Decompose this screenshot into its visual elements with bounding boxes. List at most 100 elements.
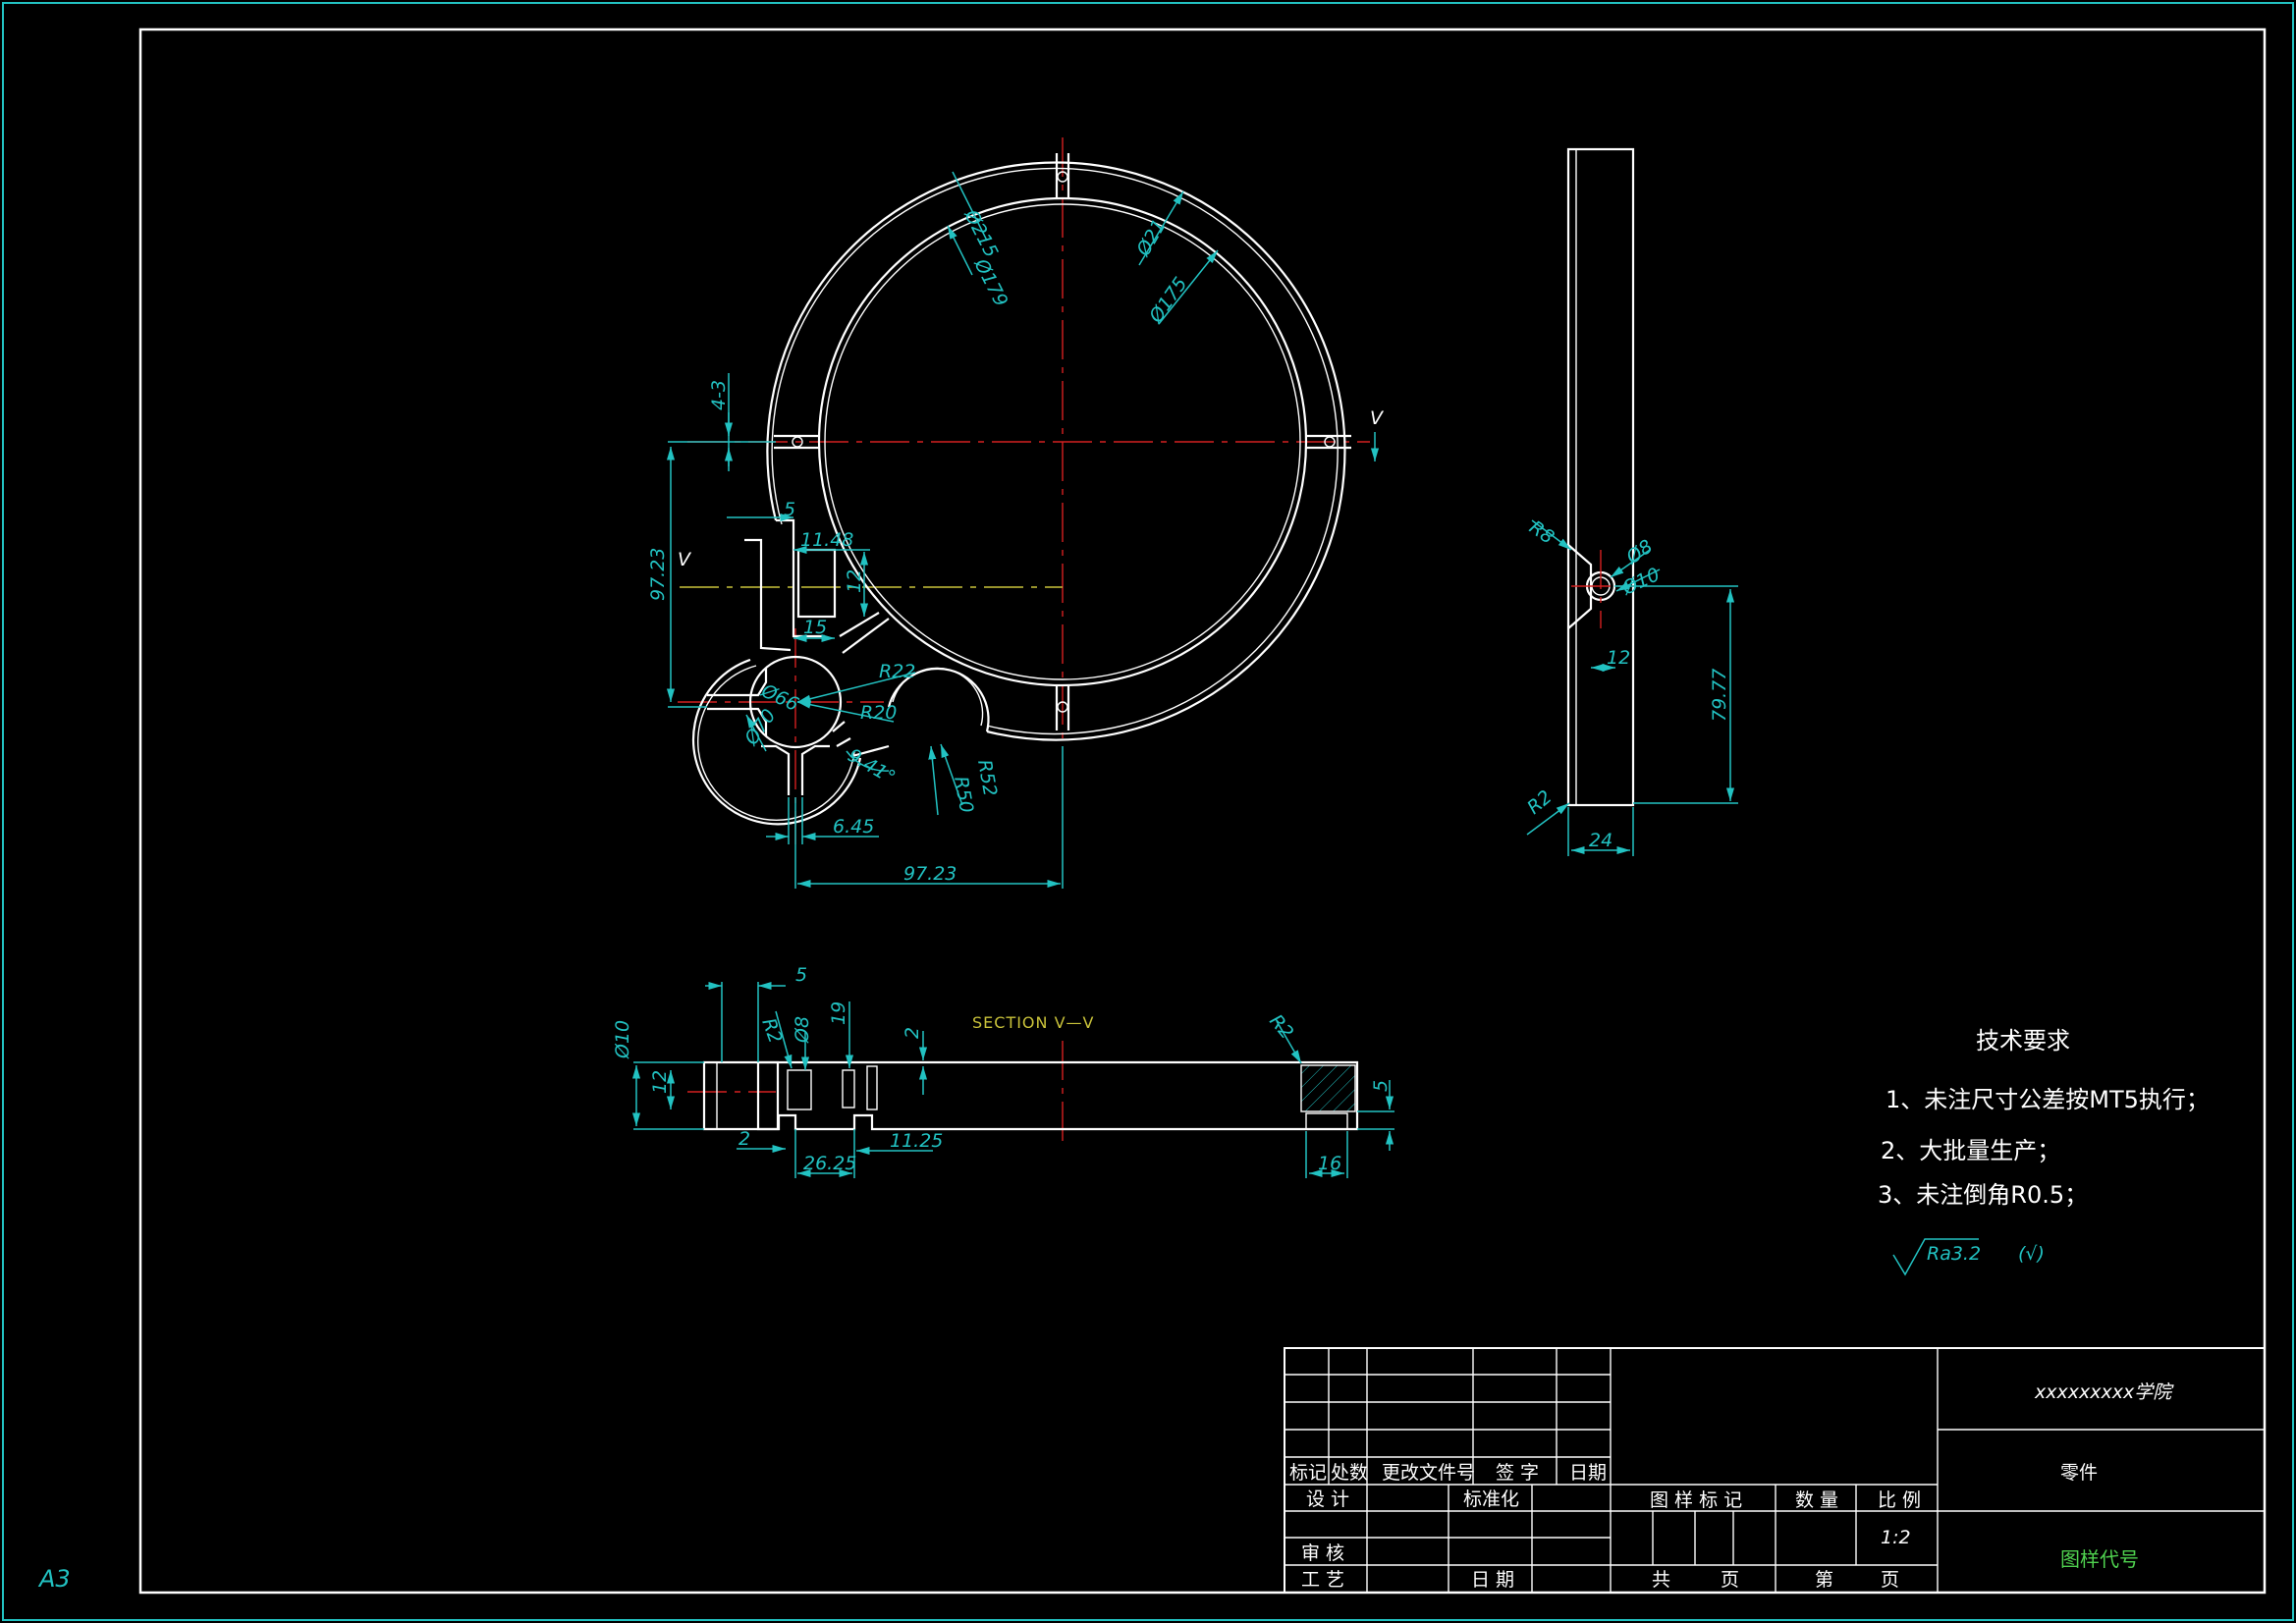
rev-header-mark: 标记: [1289, 1462, 1327, 1484]
part-name: 零件: [2060, 1462, 2098, 1484]
front-view: [678, 137, 1370, 844]
notch-top-hole: [1057, 171, 1068, 183]
rev-header-docno: 更改文件号: [1382, 1462, 1475, 1484]
dim-5: 5: [784, 499, 795, 520]
ring-outer-chamfer: [771, 167, 1339, 735]
roughness-symbol: [1892, 1238, 1979, 1276]
dim-line-sec-r2b: [1276, 1020, 1302, 1064]
dim-d70: Ø70: [740, 705, 781, 749]
slot-rectangle: [796, 548, 837, 619]
section-slot: [842, 1069, 855, 1109]
dim-6-45: 6.45: [833, 816, 874, 838]
dim-d175: Ø175: [1145, 273, 1192, 327]
notch-right-hole: [1324, 436, 1336, 448]
dim-line-d175: [1158, 249, 1219, 325]
label-total-a: 共: [1652, 1569, 1670, 1591]
dim-line-side-d10: [1615, 568, 1661, 592]
ring-inner-edge: [817, 196, 1308, 687]
notch-bottom: [1055, 685, 1070, 730]
arm-connector-edge: [839, 612, 880, 637]
notch-left: [774, 434, 819, 450]
dim-side-24: 24: [1589, 830, 1613, 851]
dim-side-d10: Ø10: [1618, 564, 1664, 600]
side-view: [1566, 147, 1635, 807]
dim-sec-16: 16: [1318, 1153, 1341, 1174]
dim-line-side-d8: [1610, 549, 1651, 578]
label-sheet-a: 第: [1815, 1569, 1833, 1591]
label-standardize: 标准化: [1463, 1488, 1519, 1510]
label-sheet-b: 页: [1881, 1569, 1899, 1591]
dim-line-sec-r2a: [775, 1010, 793, 1069]
section-hub-wall: [756, 1060, 780, 1131]
dim-12: 12: [844, 569, 865, 593]
school-name: xxxxxxxxx学院: [2034, 1381, 2174, 1403]
dim-arc-angle: [846, 750, 890, 772]
dim-sec-5-top: 5: [795, 964, 807, 986]
dim-side-12: 12: [1607, 647, 1630, 669]
section-hole: [787, 1069, 812, 1110]
dim-sec-12: 12: [649, 1070, 671, 1094]
dim-sec-r2a: R2: [757, 1015, 786, 1046]
hub-outer-chamfer: [697, 665, 855, 821]
ring-inner-chamfer: [824, 203, 1301, 680]
label-scale: 比 例: [1878, 1489, 1921, 1511]
dim-line-r50: [928, 745, 939, 816]
notch-bottom-hole: [1057, 701, 1068, 713]
section-profile: [702, 1060, 1359, 1131]
dim-side-r2: R2: [1523, 786, 1557, 819]
dim-r22: R22: [879, 661, 915, 682]
title-block-frame: [1284, 1347, 2266, 1594]
label-process: 工 艺: [1301, 1569, 1344, 1591]
section-view-dimensions: 5 Ø10 12 R2 Ø8 19 2 2 26.25 11.25 R2 5 1…: [612, 964, 1394, 1178]
hub-inner-bore: [748, 655, 843, 749]
rev-header-date: 日期: [1569, 1462, 1607, 1484]
dim-line-side-r2: [1526, 802, 1570, 836]
dim-line-d70: [745, 714, 767, 752]
label-design: 设 计: [1306, 1488, 1349, 1510]
notch-left-hole: [792, 436, 803, 448]
side-body: [1566, 147, 1635, 807]
hub-spoke-right: [832, 721, 851, 747]
section-hatched-rim: [1300, 1064, 1356, 1112]
section-title: SECTION V—V: [972, 1013, 1094, 1032]
roughness-value: Ra3.2: [1927, 1243, 1981, 1265]
dim-sec-2-bottom: 2: [738, 1128, 750, 1150]
tech-item-2: 2、大批量生产；: [1881, 1137, 2060, 1164]
section-rib: [866, 1065, 878, 1110]
dim-line-r52: [940, 743, 963, 806]
dim-11-48: 11.48: [800, 529, 853, 551]
arm-left-edge: [744, 538, 792, 652]
dim-sec-19: 19: [828, 1001, 849, 1025]
neck-blend-inner: [892, 667, 984, 727]
label-date: 日 期: [1471, 1569, 1514, 1591]
dim-side-79-77: 79.77: [1709, 669, 1730, 722]
title-block: xxxxxxxxx学院 零件 图样代号 标记 处数 更改文件号 签 字 日期 设…: [1284, 1347, 2266, 1594]
dim-sec-d8: Ø8: [792, 1016, 813, 1044]
label-review: 审 核: [1301, 1542, 1344, 1564]
technical-requirements: 技术要求 1、未注尺寸公差按MT5执行； 2、大批量生产； 3、未注倒角R0.5…: [1878, 1027, 2210, 1276]
dim-line-side-r8: [1531, 519, 1572, 551]
label-sample-mark: 图 样 标 记: [1650, 1489, 1742, 1511]
arm-rib-upper: [842, 618, 890, 654]
hub-spoke-left: [707, 668, 768, 736]
dim-r20: R20: [860, 702, 897, 724]
notch-right: [1306, 434, 1351, 450]
dim-line-d179: [947, 225, 973, 276]
dim-line-r22: [796, 672, 916, 703]
dim-side-r8: R8: [1525, 516, 1558, 549]
label-total-b: 页: [1721, 1569, 1739, 1591]
dim-15: 15: [803, 617, 827, 638]
ring-outer-edge: [766, 161, 1346, 741]
dim-97-23-vertical: 97.23: [647, 548, 669, 601]
dim-sec-5-right: 5: [1370, 1080, 1392, 1092]
dim-line-d215: [952, 171, 988, 242]
dim-sec-2-right: 2: [902, 1027, 923, 1039]
dim-d179: Ø179: [969, 254, 1011, 310]
view-marker-right: V: [1370, 407, 1385, 429]
rev-header-sign: 签 字: [1496, 1462, 1539, 1484]
dim-sec-26-25: 26.25: [803, 1153, 856, 1174]
dim-sec-d10: Ø10: [612, 1020, 633, 1059]
tech-item-3: 3、未注倒角R0.5；: [1878, 1181, 2088, 1209]
